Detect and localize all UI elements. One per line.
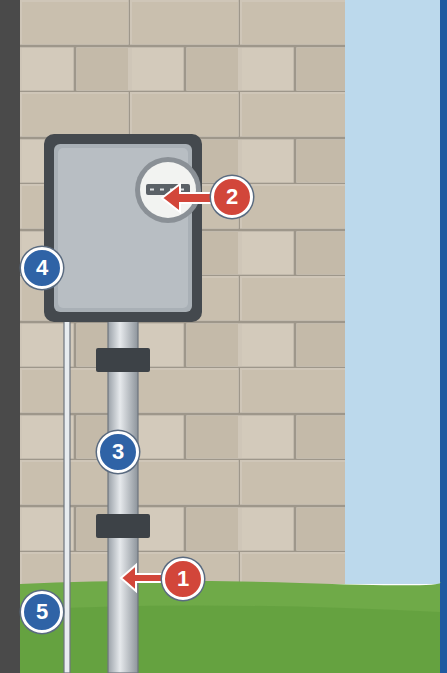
callout-circle: 5 xyxy=(21,591,63,633)
callout-circle: 1 xyxy=(162,558,204,600)
callout-number: 4 xyxy=(36,257,48,279)
callout-number: 3 xyxy=(112,441,124,463)
callout-circle: 3 xyxy=(97,431,139,473)
callout-number: 2 xyxy=(226,186,238,208)
callout-circle: 4 xyxy=(21,247,63,289)
callout-number: 5 xyxy=(36,601,48,623)
callout-circle: 2 xyxy=(211,176,253,218)
callout-number: 1 xyxy=(177,568,189,590)
